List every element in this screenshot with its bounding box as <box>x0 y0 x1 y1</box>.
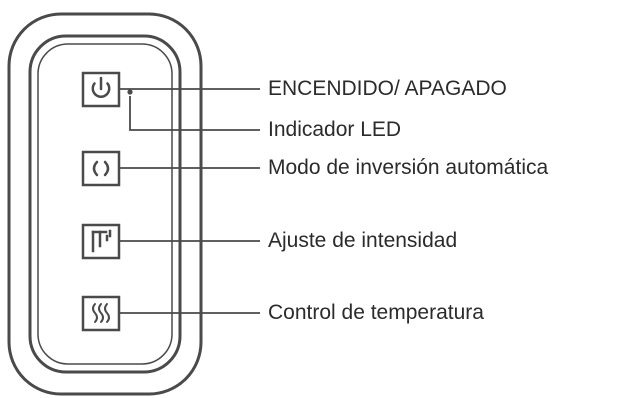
led-label: Indicador LED <box>268 118 402 141</box>
intensity-bars-icon <box>91 229 112 253</box>
temperature-button[interactable] <box>81 295 121 332</box>
device-inner-panel-edge <box>37 43 173 365</box>
remote-device <box>7 12 203 396</box>
power-button[interactable] <box>81 71 121 108</box>
power-icon <box>91 76 111 98</box>
led-indicator-icon <box>127 89 133 95</box>
power-label: ENCENDIDO/ APAGADO <box>268 77 507 100</box>
device-outer-shell <box>7 12 203 396</box>
temperature-label: Control de temperatura <box>268 301 484 324</box>
leader-lines <box>120 88 260 314</box>
device-inner-panel <box>28 34 182 374</box>
heat-waves-icon <box>92 303 110 323</box>
led-indicator <box>127 89 133 95</box>
intensity-label: Ajuste de intensidad <box>268 229 458 252</box>
auto-reverse-label: Modo de inversión automática <box>268 156 549 179</box>
led-leader-line <box>129 96 260 131</box>
rotation-arrows-icon <box>92 160 110 177</box>
intensity-button[interactable] <box>81 223 121 260</box>
auto-reverse-button[interactable] <box>81 150 121 187</box>
